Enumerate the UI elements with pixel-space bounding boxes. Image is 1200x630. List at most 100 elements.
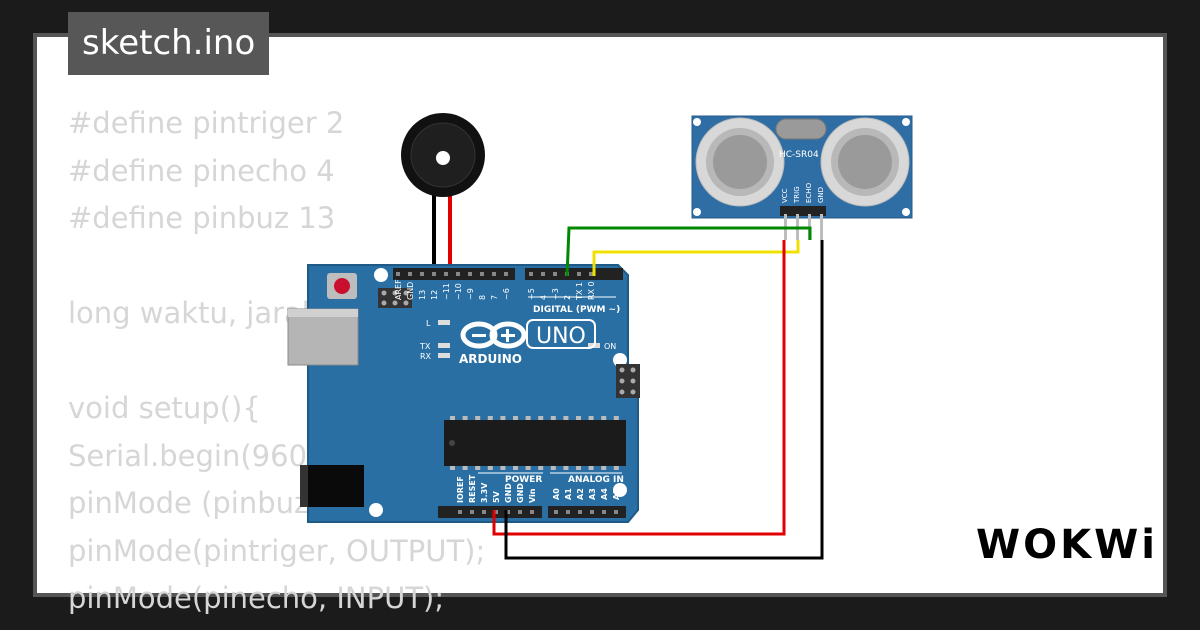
header-pin[interactable] <box>494 510 498 514</box>
wire-trig-yellow[interactable] <box>592 240 800 276</box>
pin-label: AREF <box>394 279 403 300</box>
pin-label: A2 <box>576 488 585 500</box>
sensor-pin-gnd <box>820 214 823 240</box>
pin-label: ~5 <box>527 288 536 300</box>
pin-label: RESET <box>468 474 477 503</box>
mount-hole <box>613 353 627 367</box>
buzzer-hole <box>436 151 450 165</box>
header-pin[interactable] <box>456 272 460 276</box>
pin-label: IOREF <box>456 476 465 503</box>
pin-label: 12 <box>430 290 439 300</box>
code-line[interactable]: void setup(){ <box>68 391 261 425</box>
pin-label: 8 <box>478 295 487 300</box>
header-pin[interactable] <box>420 272 424 276</box>
header-pin[interactable] <box>506 510 510 514</box>
code-line[interactable]: #define pinecho 4 <box>68 153 335 188</box>
header-pin[interactable] <box>602 510 606 514</box>
arduino-infinity-logo <box>460 321 527 349</box>
wire-gnd-black[interactable] <box>504 240 824 560</box>
pin-label: GND <box>504 483 513 503</box>
sensor-model-label: HC-SR04 <box>779 150 819 160</box>
pin-label: 13 <box>418 290 427 300</box>
sensor-pin-label: VCC <box>781 188 789 203</box>
pin-label: A5 <box>612 488 621 500</box>
mount-hole <box>613 483 627 497</box>
icsp-header-left <box>378 288 412 308</box>
wire-echo-green[interactable] <box>565 226 812 277</box>
header-pin[interactable] <box>554 510 558 514</box>
header-pin[interactable] <box>566 510 570 514</box>
header-pin[interactable] <box>590 510 594 514</box>
pin-label: A0 <box>552 488 561 500</box>
crystal-oscillator <box>775 118 827 140</box>
pin-label: ~9 <box>466 288 475 300</box>
code-line[interactable]: #define pintriger 2 <box>68 106 345 140</box>
icsp-header-right <box>616 364 640 398</box>
uno-label: UNO <box>536 324 586 349</box>
pin-label: A3 <box>588 488 597 500</box>
header-pin[interactable] <box>589 272 593 276</box>
mount-hole <box>693 118 701 126</box>
header-pin[interactable] <box>480 272 484 276</box>
mount-hole <box>693 208 701 216</box>
analog-label: ANALOG IN <box>568 475 624 485</box>
sensor-header[interactable] <box>780 206 826 216</box>
buzzer[interactable] <box>401 113 485 274</box>
pin-label: A1 <box>564 488 573 500</box>
header-pin[interactable] <box>529 272 533 276</box>
uno-badge <box>526 319 596 349</box>
power-jack-edge <box>300 465 308 507</box>
usb-connector <box>287 308 359 366</box>
pin-label: 5V <box>492 490 501 503</box>
header-pin[interactable] <box>432 272 436 276</box>
file-name-tab[interactable]: sketch.ino <box>68 12 270 75</box>
pin-label: GND <box>516 483 525 503</box>
header-pin[interactable] <box>614 510 618 514</box>
power-analog-header[interactable] <box>438 506 626 518</box>
header-pin[interactable] <box>396 272 400 276</box>
header-pin[interactable] <box>468 272 472 276</box>
header-pin[interactable] <box>553 272 557 276</box>
pin-label: ~6 <box>502 288 511 300</box>
header-pin[interactable] <box>530 510 534 514</box>
pin-label: 3.3V <box>480 482 489 503</box>
buzzer-lead-black <box>432 184 436 274</box>
header-pin[interactable] <box>470 510 474 514</box>
code-line[interactable]: pinMode(pintriger, OUTPUT); <box>68 533 486 568</box>
header-pin[interactable] <box>482 510 486 514</box>
code-line[interactable]: pinMode(pinecho, INPUT); <box>68 581 445 615</box>
reset-button[interactable] <box>334 278 350 294</box>
header-pin[interactable] <box>458 510 462 514</box>
header-pin[interactable] <box>577 272 581 276</box>
mount-hole <box>369 503 383 517</box>
sensor-pin-label: GND <box>817 187 825 203</box>
digital-header[interactable] <box>393 268 623 280</box>
header-pin[interactable] <box>518 510 522 514</box>
digital-label: DIGITAL (PWM ~) <box>533 305 620 315</box>
mount-hole <box>902 208 910 216</box>
atmega-chip <box>444 416 626 470</box>
buzzer-lead-red <box>448 184 452 274</box>
arduino-brand-label: ARDUINO <box>459 352 522 366</box>
header-pin[interactable] <box>444 272 448 276</box>
sensor-pin-label: ECHO <box>805 182 813 203</box>
header-pin[interactable] <box>541 272 545 276</box>
code-line[interactable]: #define pinbuz 13 <box>68 201 336 235</box>
pin-label: 7 <box>490 295 499 300</box>
header-pin[interactable] <box>578 510 582 514</box>
wire-vcc-red[interactable] <box>492 240 786 536</box>
led-tx-label: TX <box>419 342 431 351</box>
led-rx-label: RX <box>420 352 432 361</box>
ultrasonic-receiver <box>820 117 910 207</box>
header-pin[interactable] <box>408 272 412 276</box>
header-pin[interactable] <box>492 272 496 276</box>
header-pin[interactable] <box>504 272 508 276</box>
pin-label: ~11 <box>442 283 451 300</box>
wokwi-logo: WOKWi <box>976 522 1158 568</box>
